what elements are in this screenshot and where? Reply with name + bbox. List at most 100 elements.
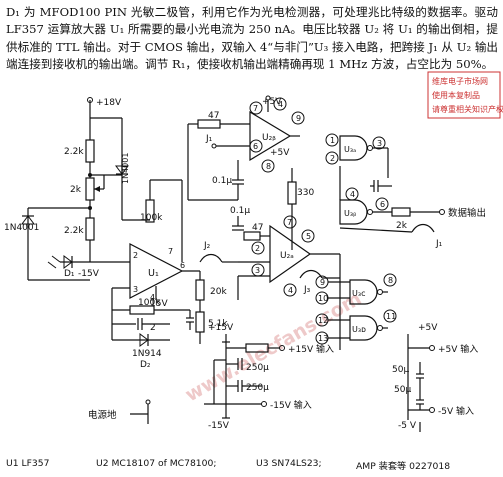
label-u3a: U₃ₐ (344, 145, 356, 154)
nand-u3d (349, 315, 378, 341)
label-u2b: U₂ᵦ (262, 133, 276, 143)
label-cap01-a: 0.1μ (212, 176, 232, 186)
label-j1-out: J₁ (435, 239, 443, 249)
label-v15: 15V (150, 299, 168, 309)
pin-13: 13 (318, 334, 328, 343)
label-r2k: 2k (70, 185, 82, 195)
supply-18v: +18V (87, 97, 123, 220)
pin-6: 6 (253, 142, 258, 151)
label-1n4001-b: 1N4001 (121, 153, 130, 184)
nand-gates-u3: U₃ₐ 3 1 2 U₃ᵦ 4 6 2k 数据输出 J₁ U₃ᴄ (315, 133, 486, 345)
u2-decoupling: 0.1μ 330 0.1μ (212, 160, 314, 250)
pin-3: 3 (255, 266, 260, 275)
watermark-diagonal: www.elecfans.com (182, 288, 366, 407)
resistor-100k-a: 100k (122, 179, 183, 262)
pin-3-u3a: 3 (377, 139, 382, 148)
label-j3: J₃ (303, 285, 311, 295)
label-u3b: U₃ᵦ (344, 209, 356, 218)
label-r47-top: 47 (208, 111, 219, 121)
pin-u1-7: 7 (168, 247, 173, 256)
nand-u3a (339, 135, 368, 161)
label-d1: D₁ (64, 269, 75, 279)
pin-4: 4 (278, 100, 283, 109)
pin-5: 5 (306, 232, 311, 241)
watermark-line3: 请尊重相关知识产权！ (432, 104, 503, 114)
ground-terminal: 电源地 (88, 399, 151, 424)
label-r20k: 20k (210, 287, 227, 297)
diode-1n4001-a: 1N4001 (4, 208, 90, 281)
pin-7: 7 (253, 104, 258, 113)
nand-u3c (349, 279, 378, 305)
label-18v: +18V (96, 98, 122, 108)
label-cap2: 2 (150, 323, 156, 333)
label-minus5-in: -5V 输入 (438, 405, 474, 417)
footer-u2: U2 MC18107 of MC78100; (96, 458, 217, 469)
label-r100k-b: 100k (138, 298, 161, 308)
label-u1: U₁ (148, 268, 159, 279)
resistor-chain-left: 2.2k 2k 2.2k (28, 139, 122, 262)
pin-12: 12 (318, 316, 328, 325)
label-cap250-b: 250μ (246, 383, 269, 393)
label-u2a: U₂ₐ (280, 251, 294, 261)
pin-4-u3b: 4 (350, 190, 355, 199)
divider-20k-51k: 20k 5.1k (195, 271, 228, 344)
label-minus15-rail: -15V (208, 421, 230, 431)
pin-8: 8 (266, 162, 271, 171)
pin-u1-2: 2 (133, 251, 138, 260)
pin-2-u3a: 2 (330, 154, 335, 163)
label-data-out: 数据输出 (448, 207, 486, 219)
label-u3d: U₃ᴅ (352, 325, 366, 334)
label-r47-mid: 47 (252, 223, 263, 233)
label-cap50-a: 50μ (392, 365, 409, 375)
photodiode-d1: D₁ -15V (47, 255, 130, 279)
pin-u1-4: 4 (150, 293, 155, 302)
pin-6-u3b: 6 (380, 200, 385, 209)
supply-5v: +5V +5V 输入 50μ 50μ -5V 输入 -5 V (392, 323, 478, 432)
pin-9-u3c: 9 (320, 278, 325, 287)
pin-2: 2 (255, 244, 260, 253)
bias-network: 100k 2 1N914 D₂ (111, 298, 194, 370)
supply-15v: +15V +15V 输入 250μ 250μ -15V 输入 -15V (204, 323, 334, 431)
pin-10: 10 (318, 294, 328, 303)
pin-4-u2a: 4 (288, 286, 293, 295)
watermark: 维库电子市场网 使用本复制品 请尊重相关知识产权！ www.elecfans.c… (182, 71, 503, 407)
label-minus15-in: -15V 输入 (270, 399, 312, 411)
label-5v-top: +5V (262, 97, 282, 107)
label-j1: J₁ (205, 134, 213, 144)
pin-u1-6: 6 (180, 261, 185, 270)
label-r100k-a: 100k (140, 213, 163, 223)
label-plus5-right: +5V (418, 323, 438, 333)
label-r22k-a: 2.2k (64, 147, 84, 157)
footer-u1: U1 LF357 (6, 458, 50, 469)
watermark-box (427, 71, 501, 119)
pin-11: 11 (386, 312, 396, 321)
label-5v-mid: +5V (270, 148, 290, 158)
label-cap250-a: 250μ (246, 363, 269, 373)
label-r330: 330 (297, 188, 314, 198)
pin-8-u3c: 8 (388, 276, 393, 285)
circuit-description: D₁ 为 MFOD100 PIN 光敏二极管，利用它作为光电检测器，可处理兆比特… (6, 5, 499, 72)
label-minus5-right: -5 V (398, 421, 417, 431)
label-r2k-out: 2k (396, 221, 408, 231)
label-r22k-b: 2.2k (64, 226, 84, 236)
label-j2: J₂ (203, 241, 211, 251)
pin-7-u2a: 7 (287, 218, 292, 227)
label-u3c: U₃ᴄ (352, 289, 365, 298)
label-1n4001-a: 1N4001 (4, 223, 39, 233)
label-cap01-b: 0.1μ (230, 206, 250, 216)
label-r51k: 5.1k (208, 319, 228, 329)
nand-u3b (339, 199, 368, 225)
opamp-u2b: 47 J₁ U₂ᵦ +5V 7 6 4 9 8 +5V (187, 95, 305, 201)
label-plus15-in: +15V 输入 (288, 343, 334, 355)
pin-1: 1 (330, 136, 335, 145)
opamp-u1: U₁ 2 3 7 6 4 15V (111, 243, 200, 310)
label-d2: D₂ (140, 360, 151, 370)
label-1n914: 1N914 (132, 349, 162, 359)
label-cap50-b: 50μ (394, 385, 411, 395)
footer-amp: AMP 装套等 0227018 (356, 461, 451, 472)
footer-u3: U3 SN74LS23; (256, 458, 322, 469)
label-minus15-d1: -15V (78, 269, 100, 279)
pin-u1-3: 3 (133, 285, 138, 294)
opamp-u2a: 47 U₂ₐ 2 3 7 5 4 (237, 215, 340, 300)
